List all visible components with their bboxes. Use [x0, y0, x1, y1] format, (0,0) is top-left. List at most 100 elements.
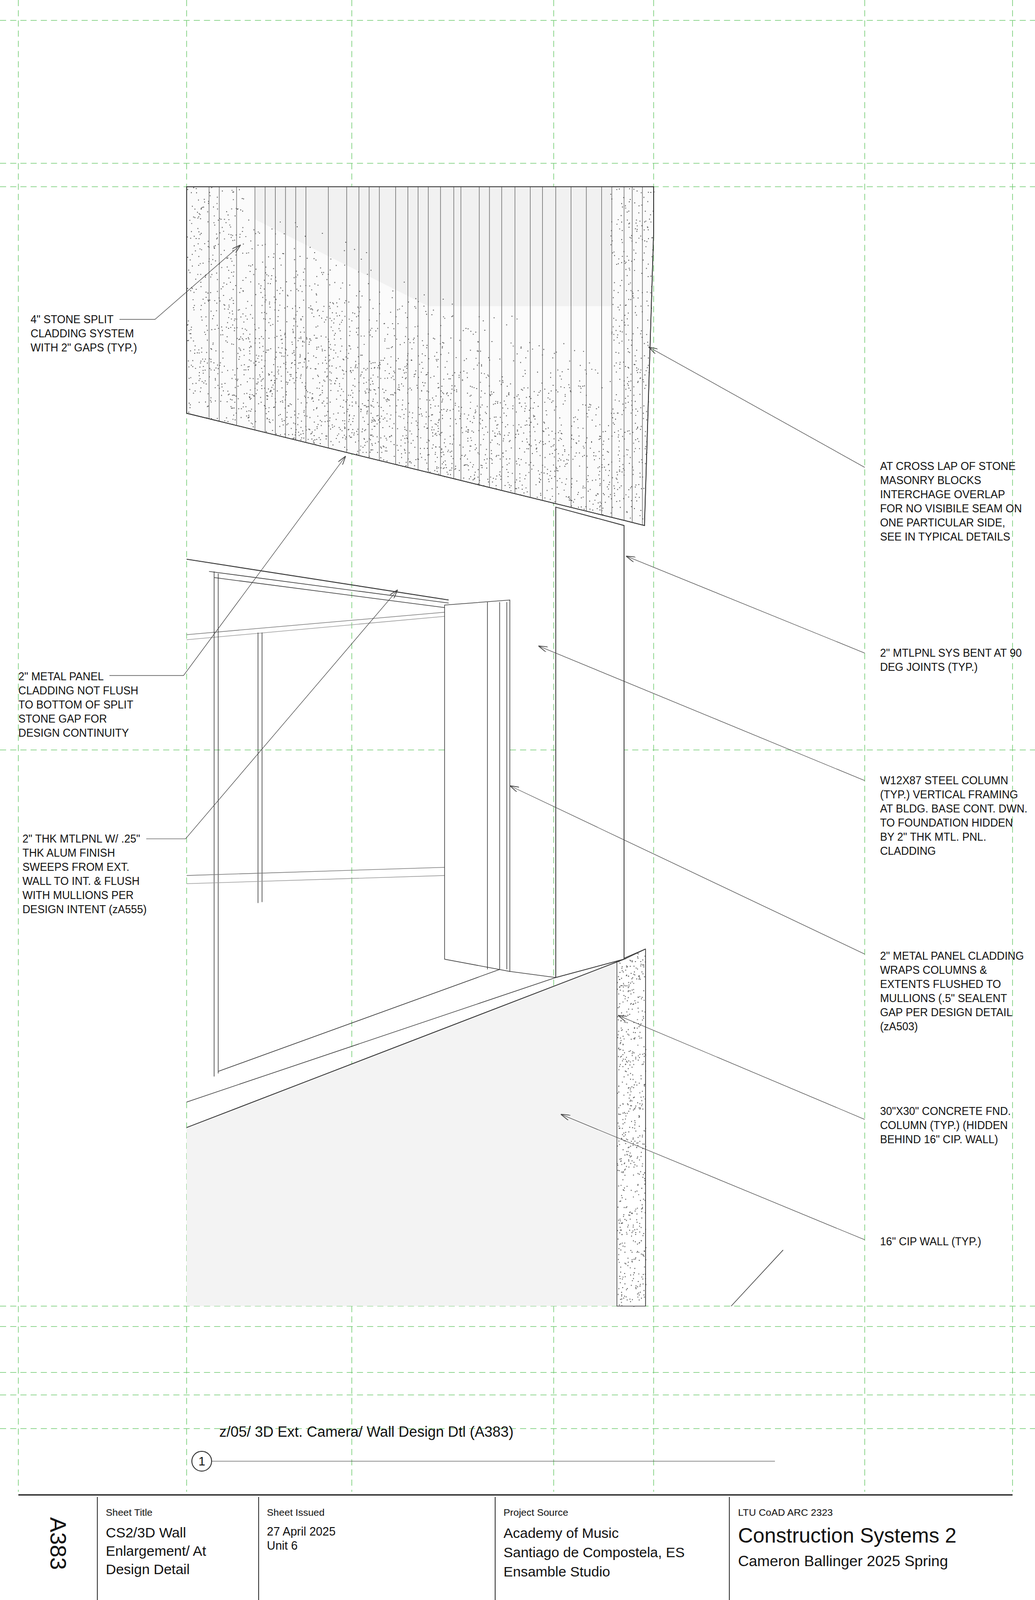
grid-line: [0, 1427, 1035, 1429]
transom: [186, 867, 445, 876]
leader-line: [146, 589, 398, 839]
stone-joint: [236, 186, 238, 531]
field-value: 27 April 2025: [267, 1523, 490, 1538]
concrete-column-strip: [616, 948, 646, 1306]
callout-note: 2" THK MTLPNL W/ .25" THK ALUM FINISH SW…: [22, 831, 151, 917]
leader-lines: [109, 244, 865, 1240]
stone-joint: [529, 186, 531, 531]
wall-model: [186, 186, 784, 1307]
callout-note: 30"X30" CONCRETE FND. COLUMN (TYP.) (HID…: [879, 1103, 1028, 1146]
stone-joint: [418, 186, 419, 531]
column-side-panel: [444, 599, 510, 972]
wall-top-edge: [186, 958, 625, 1128]
field-value: Santiago de Compostela, ES: [503, 1541, 725, 1562]
field-value: Academy of Music: [503, 1522, 725, 1542]
stone-joints: [209, 186, 643, 531]
view-title-underline: [212, 1460, 775, 1461]
mullion: [257, 632, 259, 903]
grid-line: [0, 1393, 1035, 1395]
stone-joint: [642, 186, 643, 531]
leader-line: [538, 645, 865, 781]
reference-grid: [0, 0, 1035, 1492]
stone-cladding: [186, 186, 654, 526]
view-number-circle: 1: [191, 1450, 213, 1471]
stone-joint: [305, 186, 307, 531]
sheet-number: A383: [45, 1516, 71, 1569]
grid-line: [864, 0, 865, 1492]
head-sweep: [213, 577, 449, 609]
callout-note: W12X87 STEEL COLUMN (TYP.) VERTICAL FRAM…: [879, 773, 1028, 858]
column-edge: [509, 971, 556, 978]
leader-line: [625, 555, 865, 653]
stone-joint: [601, 186, 602, 531]
stone-joint: [275, 186, 276, 531]
title-block-cell: Sheet Issued27 April 2025Unit 6: [258, 1496, 495, 1600]
leader-line: [509, 785, 865, 954]
panel-joint: [499, 601, 500, 970]
title-block-cell: A383: [18, 1496, 97, 1600]
title-block-cell: Project SourceAcademy of MusicSantiago d…: [494, 1496, 730, 1600]
mullion: [261, 632, 263, 902]
stone-joint: [407, 186, 409, 531]
leader-line: [648, 346, 865, 467]
stone-joint: [570, 186, 572, 531]
cip-wall-face: [186, 960, 617, 1306]
title-block-cell: Sheet TitleCS2/3D Wall Enlargement/ At D…: [96, 1496, 259, 1600]
field-value: Ensamble Studio: [503, 1561, 725, 1581]
field-label: LTU CoAD ARC 2323: [737, 1505, 1008, 1518]
stone-joint: [379, 186, 380, 531]
grid-line: [0, 749, 1035, 751]
stone-joint: [479, 186, 480, 531]
sill-line: [186, 977, 556, 1102]
steel-column-cladding: [555, 506, 625, 978]
grid-line: [1012, 0, 1013, 1492]
grid-line: [0, 20, 1035, 21]
field-value: Cameron Ballinger 2025 Spring: [737, 1550, 1008, 1570]
callout-note: 2" MTLPNL SYS BENT AT 90 DEG JOINTS (TYP…: [879, 645, 1028, 674]
stone-joint: [285, 186, 286, 531]
stone-joint: [611, 186, 613, 531]
stone-joint: [489, 186, 490, 531]
stone-joint: [368, 186, 370, 531]
wall-edge: [645, 948, 646, 1306]
stone-joint: [460, 186, 462, 531]
stone-joint: [632, 186, 633, 531]
stone-joint: [501, 186, 502, 531]
stone-joint: [427, 186, 429, 531]
callout-note: AT CROSS LAP OF STONE MASONRY BLOCKS INT…: [879, 458, 1028, 544]
leader-line: [119, 244, 241, 320]
mullion: [217, 573, 219, 1074]
stone-joint: [264, 186, 266, 531]
stone-stipple: [186, 187, 655, 1307]
stone-joint: [555, 186, 556, 531]
stone-joint: [395, 186, 396, 531]
field-value: Construction Systems 2: [737, 1522, 1008, 1548]
mullion: [213, 571, 215, 1077]
panel-joint: [506, 601, 507, 970]
field-label: Project Source: [503, 1505, 725, 1518]
field-value: Unit 6: [267, 1537, 490, 1552]
title-block-rule: [18, 1493, 1013, 1495]
sill-line: [218, 969, 500, 1072]
stone-joint: [295, 186, 296, 531]
field-label: Sheet Title: [105, 1505, 254, 1518]
wall-top-edge: [624, 948, 646, 959]
callout-note: 2" METAL PANEL CLADDING WRAPS COLUMNS & …: [879, 948, 1028, 1034]
panel-joint: [487, 601, 488, 970]
leader-line: [617, 1014, 865, 1119]
stone-joint: [440, 186, 441, 531]
grid-line: [0, 162, 1035, 164]
stone-joint: [219, 186, 220, 531]
callout-note: 2" METAL PANEL CLADDING NOT FLUSH TO BOT…: [18, 669, 146, 740]
stone-joint: [208, 186, 210, 531]
stone-outline: [186, 186, 654, 526]
stone-joint: [346, 186, 348, 531]
head-sweep: [186, 611, 445, 635]
stone-joint: [624, 186, 625, 531]
stone-joint: [585, 186, 587, 531]
stone-joint: [254, 186, 256, 531]
grid-line: [0, 1325, 1035, 1327]
view-number: 1: [198, 1453, 206, 1468]
